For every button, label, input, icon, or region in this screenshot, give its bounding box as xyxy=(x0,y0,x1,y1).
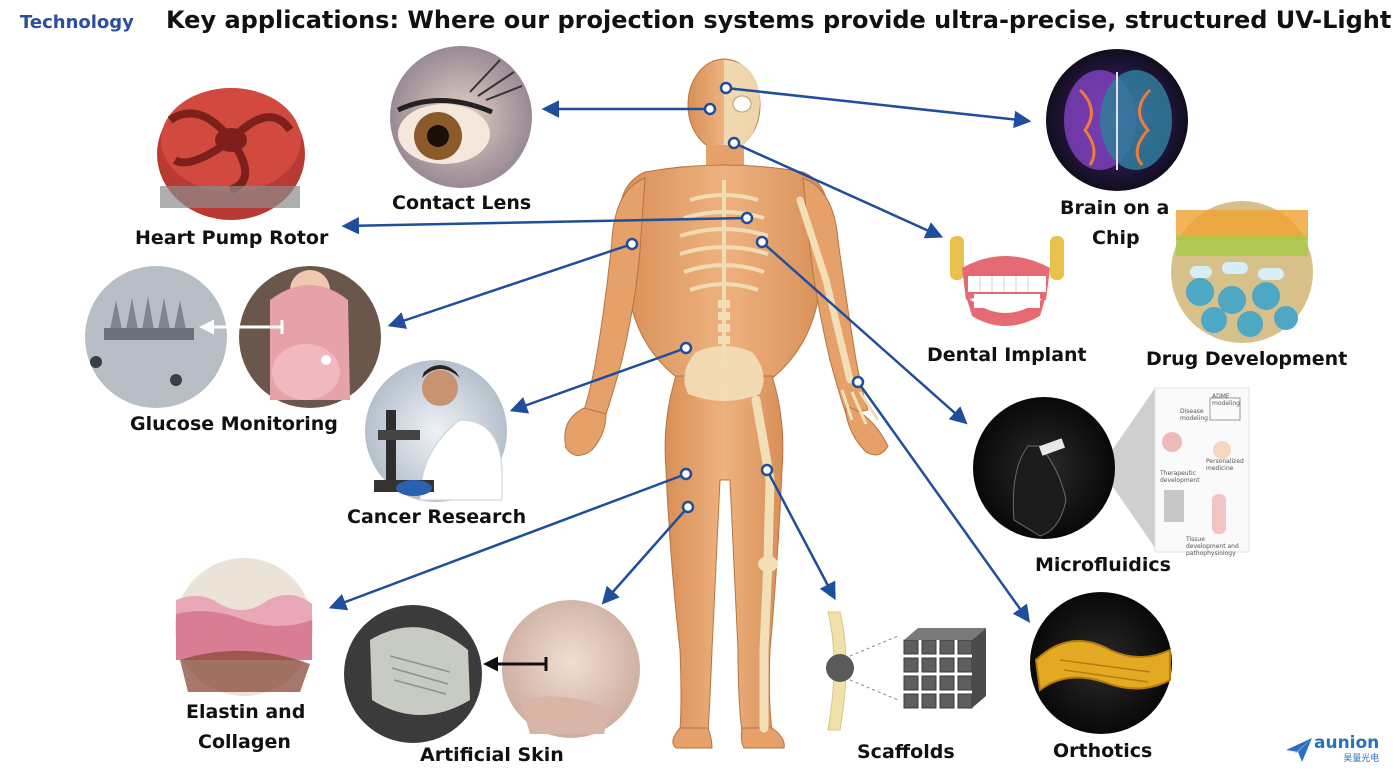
label-cancer-research: Cancer Research xyxy=(347,506,527,528)
arrow-heart-pump-rotor xyxy=(341,216,748,235)
logo-name: aunion xyxy=(1314,733,1380,753)
arrow-brain-on-chip xyxy=(725,86,1032,129)
label-orthotics: Orthotics xyxy=(1053,740,1153,762)
label-dental-implant: Dental Implant xyxy=(927,344,1087,366)
dental-implant-image xyxy=(950,236,1064,326)
logo-plane-icon xyxy=(1286,737,1312,762)
label-heart-pump-rotor: Heart Pump Rotor xyxy=(135,227,329,249)
contact-lens-image xyxy=(390,46,532,188)
heart-pump-rotor-image xyxy=(157,88,305,220)
arrow-scaffolds xyxy=(765,469,836,601)
label-glucose-monitoring: Glucose Monitoring xyxy=(130,413,338,435)
microfluidics-image xyxy=(973,387,1250,553)
mf-caption-tissue: Tissue development and pathophysiology xyxy=(1186,536,1239,557)
arrow-orthotics xyxy=(856,381,1031,623)
mf-caption-therapeutic: Therapeutic development xyxy=(1160,470,1200,484)
arrow-artificial-skin xyxy=(601,506,689,605)
company-logo: aunion 昊量光电 xyxy=(1284,735,1379,764)
artificial-skin-image xyxy=(344,600,640,743)
page-title: Key applications: Where our projection s… xyxy=(166,6,1392,34)
logo-sub: 昊量光电 xyxy=(1343,754,1380,764)
orthotics-image xyxy=(1030,592,1172,734)
arrow-glucose-monitoring xyxy=(387,242,633,329)
drug-development-image xyxy=(1171,201,1313,343)
arrow-elastin-collagen xyxy=(328,472,687,611)
elastin-collagen-image xyxy=(175,558,313,696)
label-contact-lens: Contact Lens xyxy=(392,192,532,214)
connector-arrows xyxy=(328,86,1032,623)
scaffolds-image xyxy=(826,611,986,731)
label-scaffolds: Scaffolds xyxy=(857,741,955,763)
mf-caption-personalized: Personalized medicine xyxy=(1206,458,1244,472)
arrow-dental-implant xyxy=(733,141,944,239)
glucose-monitoring-image xyxy=(85,266,381,408)
label-microfluidics: Microfluidics xyxy=(1035,554,1171,576)
arrow-microfluidics xyxy=(761,241,968,425)
label-elastin-line1: Elastin and xyxy=(186,701,306,723)
label-brain-on-chip-line1: Brain on a xyxy=(1060,197,1170,219)
human-body-figure xyxy=(564,58,889,749)
arrow-cancer-research xyxy=(509,346,687,414)
mf-caption-adme: ADME modeling xyxy=(1212,393,1240,407)
anchor-points xyxy=(625,81,865,514)
cancer-research-image xyxy=(365,360,507,502)
label-elastin-line2: Collagen xyxy=(198,731,291,753)
section-tag: Technology xyxy=(20,12,134,33)
mf-caption-disease: Disease modeling xyxy=(1180,408,1208,422)
label-brain-on-chip-line2: Chip xyxy=(1092,227,1140,249)
label-drug-development: Drug Development xyxy=(1146,348,1348,370)
label-artificial-skin: Artificial Skin xyxy=(420,744,564,766)
brain-on-chip-image xyxy=(1046,49,1188,191)
